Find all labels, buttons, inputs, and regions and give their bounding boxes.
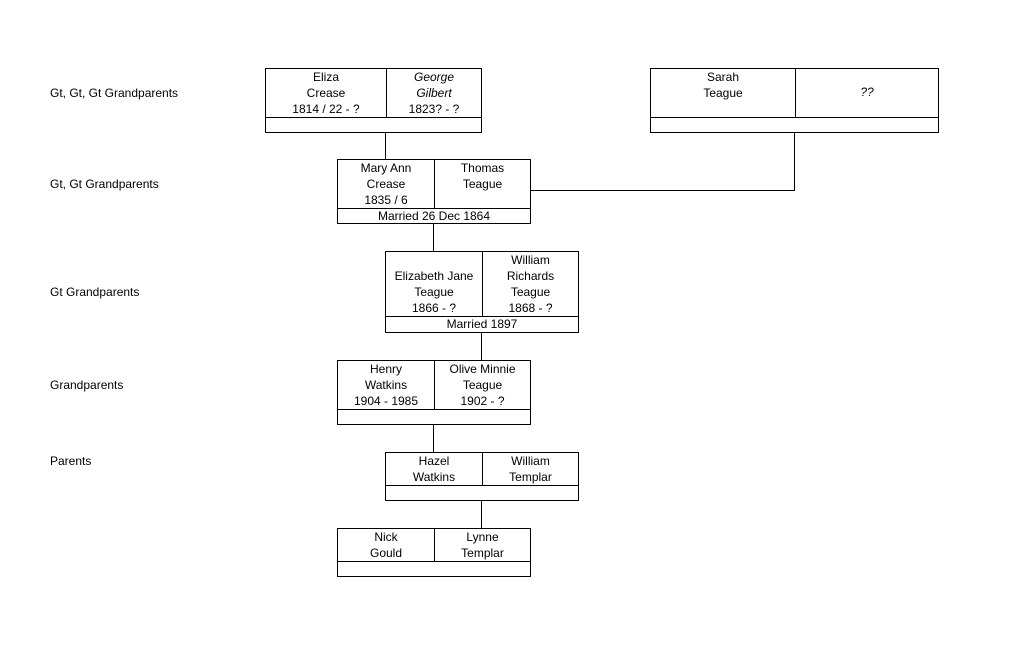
- person-name-line: Gould: [369, 546, 403, 560]
- person-name-line: Templar: [509, 470, 552, 484]
- marriage-info: Married 26 Dec 1864: [377, 209, 491, 223]
- person-dates: 1902 - ?: [460, 394, 505, 408]
- couple-box-gould-templar: Nick Gould Lynne Templar: [337, 528, 531, 577]
- person-henry-watkins: Henry Watkins 1904 - 1985: [338, 361, 434, 409]
- person-name-line: Watkins: [412, 470, 456, 484]
- person-george-gilbert: George Gilbert 1823? - ?: [386, 69, 481, 117]
- person-name-line: Gilbert: [416, 86, 452, 100]
- person-name-line: Mary Ann: [360, 161, 412, 175]
- connector-sarah-teague-to-thomas: [530, 190, 795, 191]
- couple-box-sarah-teague: Sarah Teague ??: [650, 68, 939, 133]
- person-dates: 1866 - ?: [411, 301, 457, 315]
- person-name-line: Sarah: [706, 70, 740, 84]
- person-lynne-templar: Lynne Templar: [434, 529, 530, 561]
- person-name-line: Teague: [462, 378, 503, 392]
- person-elizabeth-jane-teague: Elizabeth Jane Teague 1866 - ?: [386, 252, 482, 316]
- person-name-line: Crease: [366, 177, 406, 191]
- person-name-line: Teague: [510, 285, 551, 299]
- person-thomas-teague: Thomas Teague: [434, 160, 530, 208]
- generation-label-grandparents: Grandparents: [50, 378, 124, 392]
- generation-label-parents: Parents: [50, 454, 92, 468]
- person-name-line: Elizabeth Jane: [394, 269, 474, 283]
- person-dates: 1868 - ?: [508, 301, 553, 315]
- person-name-line: Thomas: [460, 161, 505, 175]
- person-sarah-teague: Sarah Teague: [651, 69, 795, 117]
- person-name-line: Richards: [506, 269, 555, 283]
- person-hazel-watkins: Hazel Watkins: [386, 453, 482, 485]
- couple-box-crease-teague: Mary Ann Crease 1835 / 6 Thomas Teague M…: [337, 159, 531, 224]
- person-name-line: Lynne: [466, 530, 499, 544]
- person-name-line: Watkins: [364, 378, 408, 392]
- person-name-line: Teague: [703, 86, 743, 100]
- marriage-info: Married 1897: [446, 317, 518, 331]
- connector-mary-ann-to-elizabeth: [433, 223, 434, 251]
- connector-sarah-teague-down: [794, 132, 795, 191]
- person-eliza-crease: Eliza Crease 1814 / 22 - ?: [266, 69, 386, 117]
- couple-box-crease-gilbert: Eliza Crease 1814 / 22 - ? George Gilber…: [265, 68, 482, 133]
- person-name-line: George: [413, 70, 455, 84]
- person-name-line: Henry: [369, 362, 402, 376]
- person-name-line: William: [511, 454, 550, 468]
- person-name-line: Templar: [461, 546, 504, 560]
- person-name-line: Olive Minnie: [449, 362, 516, 376]
- person-name-line: Teague: [414, 285, 454, 299]
- couple-box-elizabeth-william-teague: Elizabeth Jane Teague 1866 - ? William R…: [385, 251, 579, 333]
- person-name-line: William: [511, 253, 550, 267]
- connector-henry-to-hazel: [433, 424, 434, 452]
- person-william-templar: William Templar: [482, 453, 578, 485]
- generation-label-gt-gt-gt-grandparents: Gt, Gt, Gt Grandparents: [50, 86, 179, 100]
- connector-hazel-to-lynne: [481, 500, 482, 528]
- couple-box-watkins-templar: Hazel Watkins William Templar: [385, 452, 579, 501]
- person-mary-ann-crease: Mary Ann Crease 1835 / 6: [338, 160, 434, 208]
- connector-elizabeth-to-olive: [481, 332, 482, 360]
- person-dates: 1814 / 22 - ?: [292, 102, 360, 116]
- person-name-line: Eliza: [312, 70, 339, 84]
- person-name-line: Crease: [306, 86, 346, 100]
- person-name-line: Nick: [374, 530, 398, 544]
- person-dates: 1835 / 6: [364, 193, 408, 207]
- generation-label-gt-gt-grandparents: Gt, Gt Grandparents: [50, 177, 159, 191]
- person-olive-minnie-teague: Olive Minnie Teague 1902 - ?: [434, 361, 530, 409]
- generation-label-gt-grandparents: Gt Grandparents: [50, 285, 140, 299]
- person-william-richards-teague: William Richards Teague 1868 - ?: [482, 252, 578, 316]
- person-dates: 1823? - ?: [408, 102, 460, 116]
- couple-box-watkins-teague: Henry Watkins 1904 - 1985 Olive Minnie T…: [337, 360, 531, 425]
- person-dates: 1904 - 1985: [353, 394, 419, 408]
- person-name-line: Teague: [462, 177, 503, 191]
- person-nick-gould: Nick Gould: [338, 529, 434, 561]
- person-name-line: Hazel: [418, 454, 450, 468]
- person-unknown: ??: [795, 69, 938, 117]
- person-name-line: ??: [860, 85, 874, 99]
- connector-crease-gilbert-to-teague: [385, 132, 386, 159]
